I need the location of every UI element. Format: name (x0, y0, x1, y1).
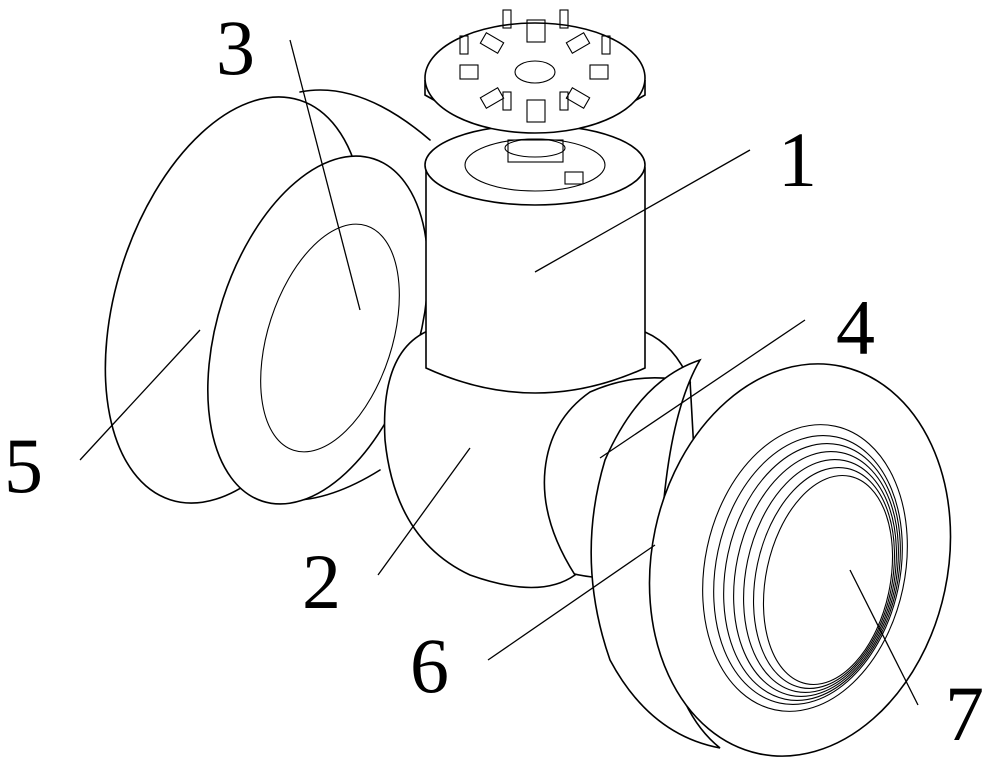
right-flange (591, 336, 986, 778)
callout-5: 5 (4, 422, 43, 509)
callout-2: 2 (302, 538, 341, 625)
callout-4: 4 (836, 284, 875, 371)
callout-6: 6 (410, 622, 449, 709)
handwheel (425, 10, 645, 133)
callout-7: 7 (945, 670, 984, 757)
callout-3: 3 (216, 4, 255, 91)
bonnet (425, 125, 645, 393)
callout-1: 1 (778, 116, 817, 203)
